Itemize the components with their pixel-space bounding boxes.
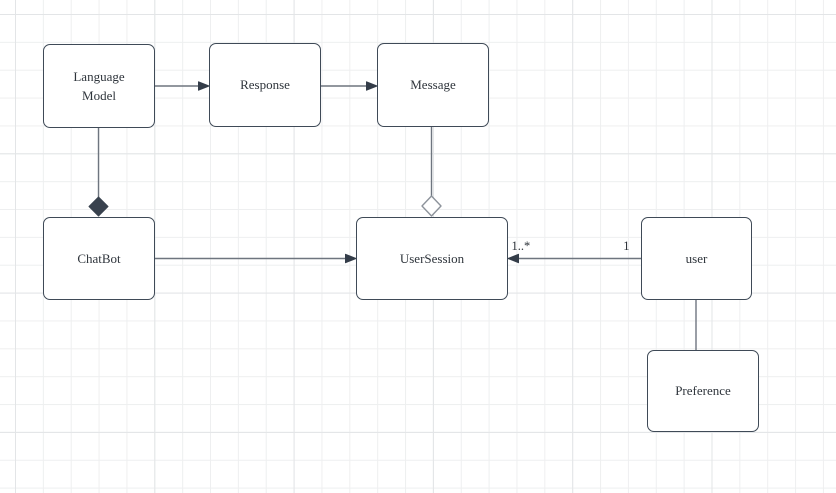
- edge-message-to-user-session[interactable]: [421, 127, 442, 217]
- class-box-chatbot[interactable]: ChatBot: [43, 217, 155, 300]
- class-label: Response: [240, 77, 290, 93]
- class-box-response[interactable]: Response: [209, 43, 321, 127]
- class-box-user-session[interactable]: UserSession: [356, 217, 508, 300]
- filled-diamond-icon: [88, 196, 109, 217]
- class-box-preference[interactable]: Preference: [647, 350, 759, 432]
- class-label: Language Model: [73, 68, 125, 104]
- arrowhead-icon: [345, 253, 357, 264]
- class-box-message[interactable]: Message: [377, 43, 489, 127]
- edge-user-to-user-session[interactable]: 1..* 1: [507, 239, 641, 264]
- arrowhead-icon: [366, 81, 378, 91]
- class-label: Message: [410, 77, 456, 93]
- multiplicity-label-source[interactable]: 1: [623, 239, 629, 253]
- class-label: UserSession: [399, 250, 465, 266]
- edge-language-model-to-chatbot[interactable]: [88, 128, 109, 217]
- edge-language-model-to-response[interactable]: [155, 81, 210, 91]
- edge-chatbot-to-user-session[interactable]: [155, 253, 357, 264]
- multiplicity-label-target[interactable]: 1..*: [512, 239, 531, 253]
- class-box-user[interactable]: user: [641, 217, 752, 300]
- class-label: user: [685, 250, 708, 266]
- hollow-diamond-icon: [421, 195, 442, 217]
- class-label: Preference: [675, 383, 731, 399]
- arrowhead-icon: [507, 253, 519, 264]
- class-label: ChatBot: [77, 250, 121, 266]
- arrowhead-icon: [198, 81, 210, 91]
- edge-response-to-message[interactable]: [321, 81, 378, 91]
- class-box-language-model[interactable]: Language Model: [43, 44, 155, 128]
